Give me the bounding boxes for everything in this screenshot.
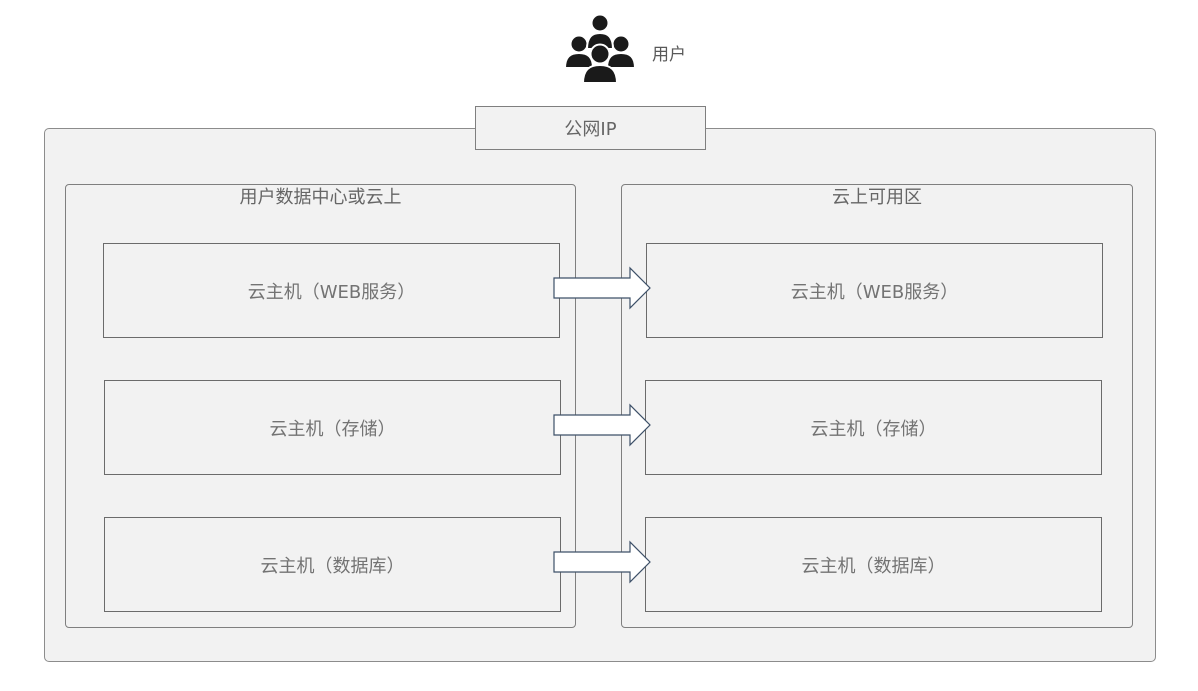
user-group-icon xyxy=(564,13,636,85)
target-host-storage: 云主机（存储） xyxy=(645,380,1102,475)
host-label: 云主机（数据库） xyxy=(801,555,946,577)
user-label: 用户 xyxy=(652,45,686,65)
zone-title-cloud-availability: 云上可用区 xyxy=(832,187,922,208)
source-host-web: 云主机（WEB服务） xyxy=(103,243,560,338)
target-host-web: 云主机（WEB服务） xyxy=(646,243,1103,338)
public-ip-box: 公网IP xyxy=(475,106,706,150)
host-label: 云主机（存储） xyxy=(810,418,937,440)
host-label: 云主机（WEB服务） xyxy=(790,281,959,303)
source-host-storage: 云主机（存储） xyxy=(104,380,561,475)
target-host-database: 云主机（数据库） xyxy=(645,517,1102,612)
zone-title-user-datacenter: 用户数据中心或云上 xyxy=(239,187,402,208)
host-label: 云主机（存储） xyxy=(269,418,396,440)
right-arrow-icon xyxy=(553,403,653,447)
public-ip-label: 公网IP xyxy=(564,119,617,140)
right-arrow-icon xyxy=(553,540,653,584)
host-label: 云主机（WEB服务） xyxy=(247,281,416,303)
source-host-database: 云主机（数据库） xyxy=(104,517,561,612)
host-label: 云主机（数据库） xyxy=(260,555,405,577)
right-arrow-icon xyxy=(553,266,653,310)
